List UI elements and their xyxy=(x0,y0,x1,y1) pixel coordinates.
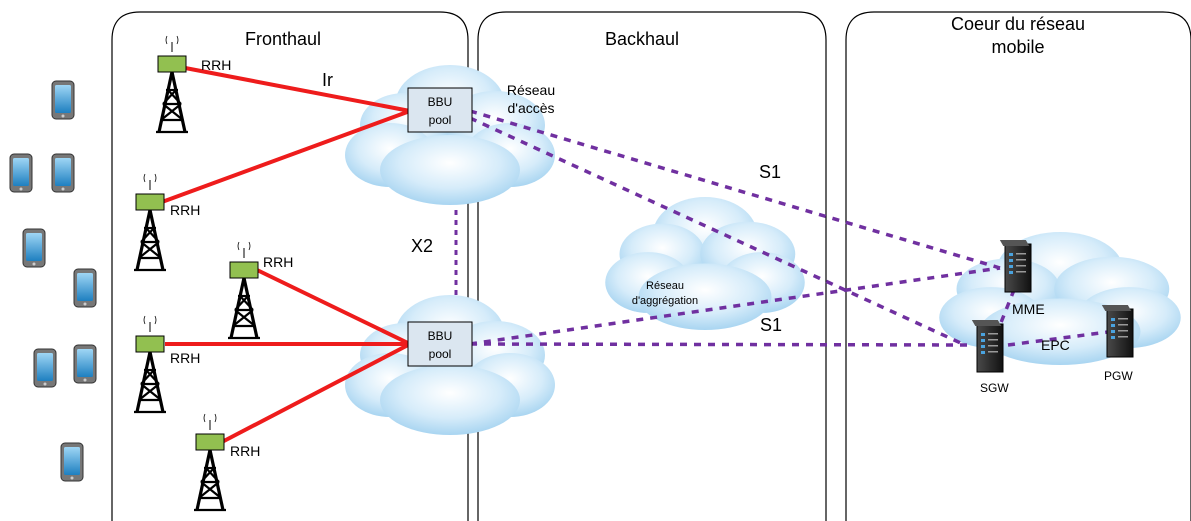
svg-text:RRH: RRH xyxy=(170,350,200,366)
svg-text:pool: pool xyxy=(429,347,452,361)
pgw-label: PGW xyxy=(1104,369,1133,383)
phone-icon xyxy=(51,80,75,120)
ir-link-3 xyxy=(254,267,411,346)
rrh-tower-5: RRH xyxy=(192,412,260,512)
s1-link-bbu1-sgw xyxy=(469,116,966,347)
ir-link-1 xyxy=(179,65,411,113)
rrh-tower-4: RRH xyxy=(132,314,200,414)
core-title-line1: Coeur du réseau xyxy=(951,14,1085,34)
ir-link-5 xyxy=(221,342,411,444)
s1-link-bbu2-mme xyxy=(469,266,1001,346)
rrh-tower-2: RRH xyxy=(132,172,200,272)
epc-label: EPC xyxy=(1041,337,1070,353)
phone-icon xyxy=(73,268,97,308)
core-title-line2: mobile xyxy=(991,37,1044,57)
s1-label-bottom: S1 xyxy=(760,315,782,335)
phone-icon xyxy=(60,442,84,482)
sgw-server-icon xyxy=(971,319,1004,373)
rrh-tower-3: RRH xyxy=(226,240,293,340)
fronthaul-title: Fronthaul xyxy=(245,29,321,49)
svg-text:RRH: RRH xyxy=(230,443,260,459)
aggregation-network-label-line1: Réseau xyxy=(646,280,684,292)
mme-label: MME xyxy=(1012,301,1045,317)
aggregation-network-label-line2: d'aggrégation xyxy=(632,295,698,307)
phone-icon xyxy=(73,344,97,384)
ir-label: Ir xyxy=(322,70,333,90)
bbu-pool-bottom: BBU pool xyxy=(407,321,473,367)
svg-text:BBU: BBU xyxy=(428,329,453,343)
svg-text:BBU: BBU xyxy=(428,95,453,109)
sgw-pgw-link xyxy=(1007,330,1109,347)
x2-label: X2 xyxy=(411,236,433,256)
bbu-pool-top: BBU pool xyxy=(407,87,473,133)
sgw-label: SGW xyxy=(980,381,1009,395)
phone-icon xyxy=(51,153,75,193)
svg-text:RRH: RRH xyxy=(201,57,231,73)
access-network-label-line2: d'accès xyxy=(507,100,554,116)
sgw-mme-link xyxy=(994,279,1020,336)
rrh-tower-1: RRH xyxy=(154,34,231,134)
phone-icon xyxy=(33,348,57,388)
pgw-server-icon xyxy=(1101,304,1134,358)
svg-text:RRH: RRH xyxy=(170,202,200,218)
ir-link-2 xyxy=(161,109,411,204)
backhaul-title: Backhaul xyxy=(605,29,679,49)
s1-label-top: S1 xyxy=(759,162,781,182)
access-network-label-line1: Réseau xyxy=(507,82,555,98)
svg-text:pool: pool xyxy=(429,113,452,127)
phone-icon xyxy=(9,153,33,193)
mme-server-icon xyxy=(999,239,1032,293)
phone-icon xyxy=(22,228,46,268)
svg-text:RRH: RRH xyxy=(263,254,293,270)
